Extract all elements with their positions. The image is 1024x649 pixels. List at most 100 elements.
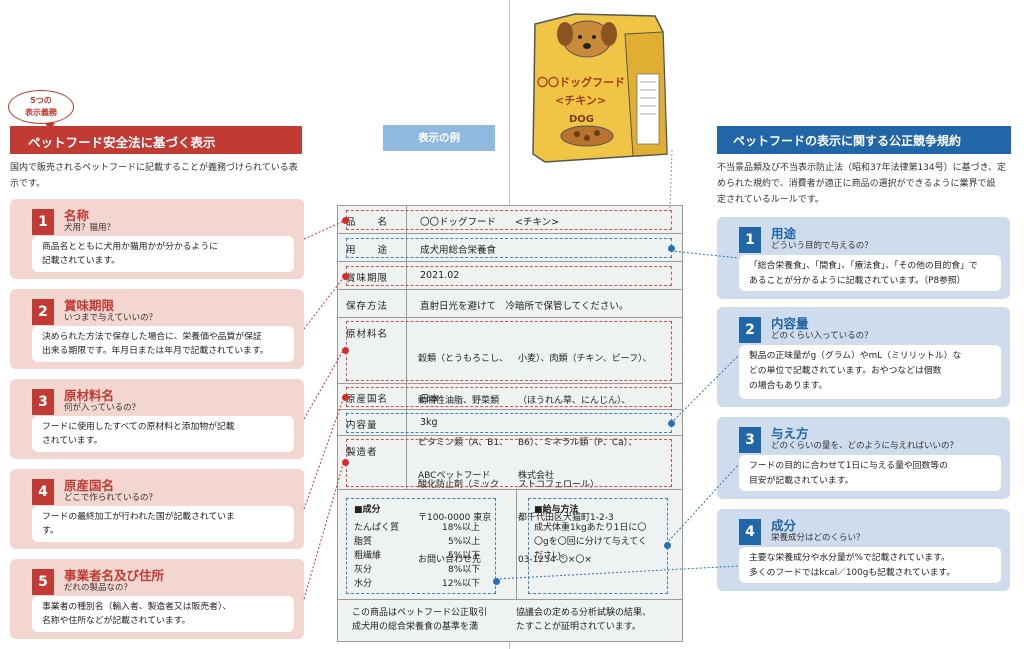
marker-dot <box>342 347 349 354</box>
nutrient-name: 粗繊維 <box>354 551 382 561</box>
manufacturer-line: 03-1234-〇×〇× <box>518 555 592 565</box>
card-heading: 内容量 <box>771 316 809 331</box>
card-number: 3 <box>32 389 54 415</box>
card-subtitle: いつまで与えていいの？ <box>64 313 158 323</box>
manufacturer-line: お問い合わせ先 <box>418 555 482 565</box>
ingredients-col1: 穀類（とうもろこし、 動物性油脂、野菜類 ビタミン類（A、B1、 酸化防止剤（ミ… <box>418 324 508 520</box>
card-body: 事業者の種別名（輸入者、製造者又は販売者）、 名称や住所などが記載されています。 <box>32 596 294 632</box>
right-card-feeding: 3 与え方 どのくらいの量を、どのように与えればいいの？ フードの目的に合わせて… <box>717 417 1010 499</box>
ingredients-col2: 小麦）、肉類（チキン、ビーフ）、 （ほうれん草、にんじん）、 B6）、ミネラル類… <box>518 324 652 520</box>
card-subtitle: だれの製品なの？ <box>64 583 133 593</box>
row-key: 原産国名 <box>346 394 389 405</box>
manufacturer-col2: 株式会社 都千代田区犬猫町1-2-3 03-1234-〇×〇× <box>518 441 614 595</box>
row-value: 〇〇ドッグフード <チキン> <box>420 217 560 228</box>
ingredient-line: B6）、ミネラル類（P、Ca）、 <box>518 438 638 448</box>
ingredient-line: 小麦）、肉類（チキン、ビーフ）、 <box>518 354 652 364</box>
card-subtitle: 何が入っているの？ <box>64 403 141 413</box>
card-heading: 成分 <box>771 518 797 533</box>
nutrient-value: 5%以下 <box>448 551 481 561</box>
card-line: されています。 <box>42 436 103 446</box>
footer-line: この商品はペットフード公正取引 <box>352 608 488 618</box>
label-sample: 品 名 〇〇ドッグフード <チキン> 用 途 成犬用総合栄養食 賞味期限 202… <box>337 205 683 642</box>
badge-line2: 表示義務 <box>25 108 57 117</box>
card-number: 1 <box>739 227 761 253</box>
ingredient-line: 酸化防止剤（ミック <box>418 480 500 490</box>
card-line: す。 <box>42 526 59 536</box>
divider <box>406 436 407 490</box>
card-number: 4 <box>739 519 761 545</box>
card-line: 出来る期限です。年月日または年月で記載されています。 <box>42 346 269 356</box>
row-ingredients: 原材料名 穀類（とうもろこし、 動物性油脂、野菜類 ビタミン類（A、B1、 酸化… <box>338 318 682 490</box>
card-line: 多くのフードではkcal／100gも記載されています。 <box>749 568 956 578</box>
nutrient-name: 灰分 <box>354 565 373 575</box>
divider <box>406 290 407 318</box>
card-line: フードの目的に合わせて1日に与える量や回数等の <box>749 461 948 471</box>
left-section-title: ペットフード安全法に基づく表示 <box>10 126 302 154</box>
row-origin: 原産国名 日本 <box>338 384 682 410</box>
row-key: 用 途 <box>346 245 389 256</box>
card-line: 決められた方法で保存した場合に、栄養価や品質が保証 <box>42 332 262 342</box>
row-key: 製造者 <box>346 447 378 458</box>
right-desc-line: められた規約で、消費者が適正に商品の選択ができるように業界で設 <box>717 179 996 189</box>
nutrients-title: ■成分 <box>354 505 381 515</box>
row-manufacturer: 製造者 ABCペットフード 〒100-0000 東京 お問い合わせ先 株式会社 … <box>338 436 682 565</box>
card-number: 1 <box>32 209 54 235</box>
row-value: 直射日光を避けて 冷暗所で保管してください。 <box>420 301 629 312</box>
card-number: 4 <box>32 479 54 505</box>
divider <box>406 318 407 384</box>
feeding-title: ■給与方法 <box>534 505 579 515</box>
card-subtitle: どこで作られているの？ <box>64 493 157 503</box>
left-card-business: 5 事業者名及び住所 だれの製品なの？ 事業者の種別名（輸入者、製造者又は販売者… <box>10 559 304 639</box>
card-line: どの単位で記載されています。おやつなどは個数 <box>749 366 942 376</box>
marker-dot <box>668 420 675 427</box>
highlight-blue <box>346 413 672 433</box>
ingredient-line: ビタミン類（A、B1、 <box>418 438 509 448</box>
highlight-red <box>346 439 672 487</box>
card-body: 主要な栄養成分や水分量が%で記載されています。 多くのフードではkcal／100… <box>739 547 1001 583</box>
card-subtitle: どのくらいの量を、どのように与えればいいの？ <box>771 441 959 451</box>
card-heading: 原材料名 <box>64 388 115 403</box>
ingredient-line: 穀類（とうもろこし、 <box>418 354 509 364</box>
highlight-red <box>346 387 672 407</box>
highlight-blue <box>346 238 672 258</box>
marker-dot <box>342 273 349 280</box>
marker-dot <box>664 542 671 549</box>
ingredient-line: ストコフェロール） <box>518 480 600 490</box>
nutrient-value: 18%以上 <box>442 523 481 533</box>
card-line: 主要な栄養成分や水分量が%で記載されています。 <box>749 553 950 563</box>
left-card-ingredients: 3 原材料名 何が入っているの？ フードに使用したすべての原材料と添加物が記載 … <box>10 379 304 459</box>
nutrients-box <box>346 498 496 594</box>
row-key: 賞味期限 <box>346 273 389 284</box>
row-value: 成犬用総合栄養食 <box>420 245 497 256</box>
highlight-red <box>346 321 672 381</box>
card-body: 製品の正味量がg（グラム）やmL（ミリリットル）な どの単位で記載されています。… <box>739 345 1001 399</box>
bag-title-2: <チキン> <box>555 94 606 107</box>
card-heading: 賞味期限 <box>64 298 115 313</box>
bag-title-1: 〇〇ドッグフード <box>537 75 625 89</box>
five-obligations-badge: 5つの 表示義務 <box>8 90 74 130</box>
row-name: 品 名 〇〇ドッグフード <チキン> <box>338 206 682 234</box>
footer-line: 成犬用の総合栄養食の基準を満 <box>352 622 479 632</box>
card-number: 5 <box>32 569 54 595</box>
footer-col1: この商品はペットフード公正取引 成犬用の総合栄養食の基準を満 <box>352 606 487 634</box>
nutrient-name: たんぱく質 <box>354 523 400 533</box>
left-section-desc: 国内で販売されるペットフードに記載することが義務づけられている表 示です。 <box>10 160 310 192</box>
footer-line: たすことが証明されています。 <box>516 622 641 632</box>
right-section-title: ペットフードの表示に関する公正競争規約 <box>717 126 1011 154</box>
right-desc-line: 不当景品類及び不当表示防止法（昭和37年法律第134号）に基づき、定 <box>717 163 1007 173</box>
divider <box>406 234 407 262</box>
card-line: 「総合栄養食」、「間食」、「療法食」、「その他の目的食」で <box>749 261 978 271</box>
manufacturer-line: ABCペットフード <box>418 471 491 481</box>
left-card-best-before: 2 賞味期限 いつまで与えていいの？ 決められた方法で保存した場合に、栄養価や品… <box>10 289 304 369</box>
card-heading: 原産国名 <box>64 478 115 493</box>
row-key: 品 名 <box>346 217 389 228</box>
highlight-red <box>346 266 672 286</box>
left-desc-line2: 示です。 <box>10 179 46 189</box>
card-heading: 事業者名及び住所 <box>64 568 165 583</box>
row-key: 原材料名 <box>346 329 389 340</box>
example-label: 表示の例 <box>383 125 495 151</box>
row-quantity: 内容量 3kg <box>338 410 682 436</box>
right-card-nutrients: 4 成分 栄養成分はどのくらい？ 主要な栄養成分や水分量が%で記載されています。… <box>717 509 1010 591</box>
card-body: 決められた方法で保存した場合に、栄養価や品質が保証 出来る期限です。年月日または… <box>32 326 294 362</box>
card-body: フードに使用したすべての原材料と添加物が記載 されています。 <box>32 416 294 452</box>
